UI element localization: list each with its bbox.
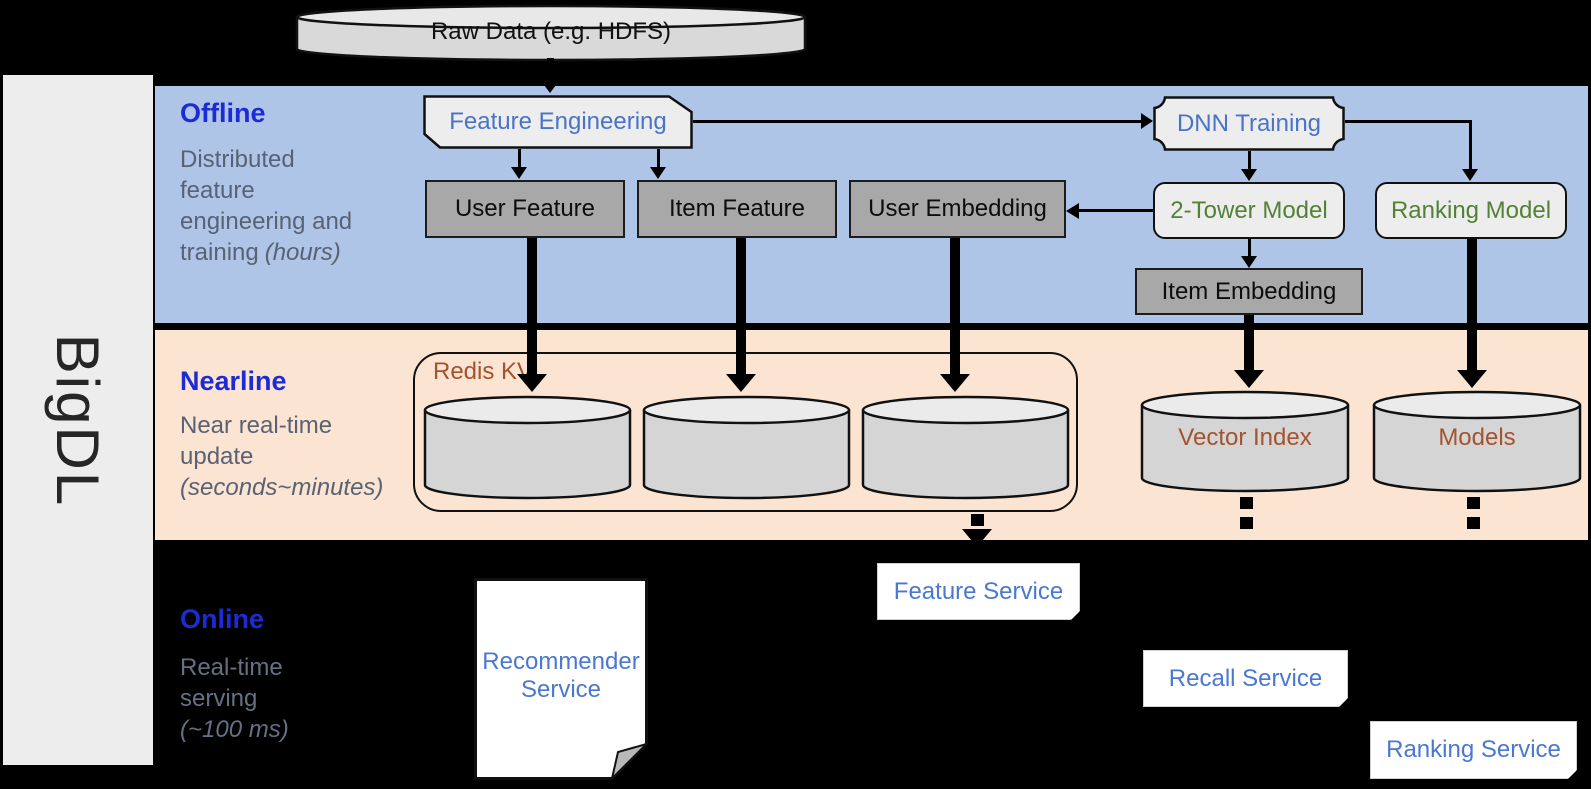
arrow-dnn-to-ranking-hline — [1345, 120, 1471, 123]
two-tower-model-box: 2-Tower Model — [1153, 182, 1345, 239]
vector-index-label: Vector Index — [1178, 424, 1312, 451]
arrow-twotower-to-userembedding-line — [1079, 209, 1153, 212]
redis-kv-label: Redis KV — [433, 358, 534, 385]
nearline-section-title: Nearline — [180, 366, 287, 396]
nearline-desc-line-2: update — [180, 443, 254, 470]
arrow-rawdata-to-fe-line — [547, 58, 554, 78]
dashed-models-connector-2 — [1467, 517, 1480, 529]
arrow-dnn-to-ranking-head — [1462, 169, 1478, 181]
user-embedding-box: User Embedding — [849, 180, 1066, 238]
offline-desc-line-3: engineering and — [180, 208, 353, 235]
feature-engineering-shape — [423, 95, 693, 149]
arrow-itemfeature-to-redis-line — [736, 238, 746, 374]
recall-service-box: Recall Service — [1143, 650, 1350, 709]
raw-data-cylinder — [295, 4, 807, 62]
arrow-dnn-to-twotower-head — [1241, 169, 1257, 181]
offline-desc-note: (hours) — [264, 239, 341, 266]
offline-section-description: Distributed feature engineering and trai… — [180, 144, 430, 268]
arrow-userfeature-to-redis-line — [527, 238, 537, 374]
arrow-dnn-to-ranking-vline — [1469, 120, 1472, 169]
online-desc-line-1: Real-time — [180, 654, 283, 681]
models-cylinder — [1372, 390, 1582, 493]
offline-desc-line-2: feature — [180, 177, 255, 204]
arrow-dnn-to-twotower-line — [1248, 151, 1251, 169]
ranking-service-box: Ranking Service — [1370, 721, 1579, 781]
dnn-training-shape — [1153, 96, 1345, 151]
bigdl-logo-text: BigDL — [44, 333, 112, 507]
raw-data-label: Raw Data (e.g. HDFS) — [430, 18, 672, 45]
online-section-description: Real-time serving (~100 ms) — [180, 652, 440, 745]
arrow-fe-to-dnn-head — [1141, 113, 1153, 129]
feature-service-box: Feature Service — [877, 563, 1082, 622]
dashed-redis-to-featureservice-head — [962, 529, 992, 547]
arrow-itemembedding-to-vectorindex-line — [1244, 315, 1254, 370]
arrow-userfeature-to-redis-head — [517, 374, 547, 392]
dashed-models-connector-1 — [1467, 497, 1480, 509]
nearline-desc-note: (seconds~minutes) — [180, 474, 384, 501]
ranking-model-box: Ranking Model — [1375, 182, 1567, 239]
arrow-userembedding-to-redis-line — [950, 238, 960, 374]
nearline-desc-line-1: Near real-time — [180, 412, 333, 439]
offline-desc-line-1: Distributed — [180, 146, 295, 173]
arrow-twotower-to-itemembedding-head — [1241, 256, 1257, 268]
recommender-service-document — [474, 578, 648, 780]
arrow-userembedding-to-redis-head — [940, 374, 970, 392]
nearline-section-description: Near real-time update (seconds~minutes) — [180, 410, 440, 503]
arrow-fe-to-userfeature-line — [518, 149, 521, 168]
dnn-training-label: DNN Training — [1176, 109, 1322, 137]
arrow-rawdata-to-fe-head — [538, 77, 562, 93]
bigdl-sidebar: BigDL — [3, 75, 153, 765]
online-desc-line-2: serving — [180, 685, 258, 712]
arrow-rankingmodel-to-models-head — [1457, 370, 1487, 388]
item-feature-box: Item Feature — [637, 180, 837, 238]
vector-index-cylinder — [1140, 390, 1350, 493]
redis-cylinder-2 — [642, 395, 851, 500]
arrow-fe-to-itemfeature-line — [657, 149, 660, 168]
dashed-redis-to-featureservice-dash — [971, 514, 984, 526]
redis-cylinder-1 — [423, 395, 632, 500]
arrow-twotower-to-userembedding-head — [1066, 203, 1079, 219]
dashed-vectorindex-connector-2 — [1240, 517, 1253, 529]
offline-desc-line-4: training — [180, 239, 259, 266]
dashed-vectorindex-connector-1 — [1240, 497, 1253, 509]
online-section-title: Online — [180, 604, 265, 634]
models-label: Models — [1438, 424, 1516, 451]
redis-cylinder-3 — [861, 395, 1070, 500]
arrow-twotower-to-itemembedding-line — [1248, 239, 1251, 256]
user-feature-box: User Feature — [425, 180, 625, 238]
online-desc-note: (~100 ms) — [180, 716, 289, 743]
feature-engineering-label: Feature Engineering — [449, 108, 667, 135]
recommender-service-label: Recommender Service — [482, 648, 640, 703]
arrow-fe-to-userfeature-head — [511, 167, 527, 179]
item-embedding-box: Item Embedding — [1135, 268, 1363, 315]
arrow-fe-to-dnn-line — [693, 120, 1143, 123]
arrow-fe-to-itemfeature-head — [650, 167, 666, 179]
offline-section-title: Offline — [180, 98, 266, 128]
arrow-rankingmodel-to-models-line — [1467, 239, 1477, 370]
arrow-itemembedding-to-vectorindex-head — [1234, 370, 1264, 388]
arrow-itemfeature-to-redis-head — [726, 374, 756, 392]
